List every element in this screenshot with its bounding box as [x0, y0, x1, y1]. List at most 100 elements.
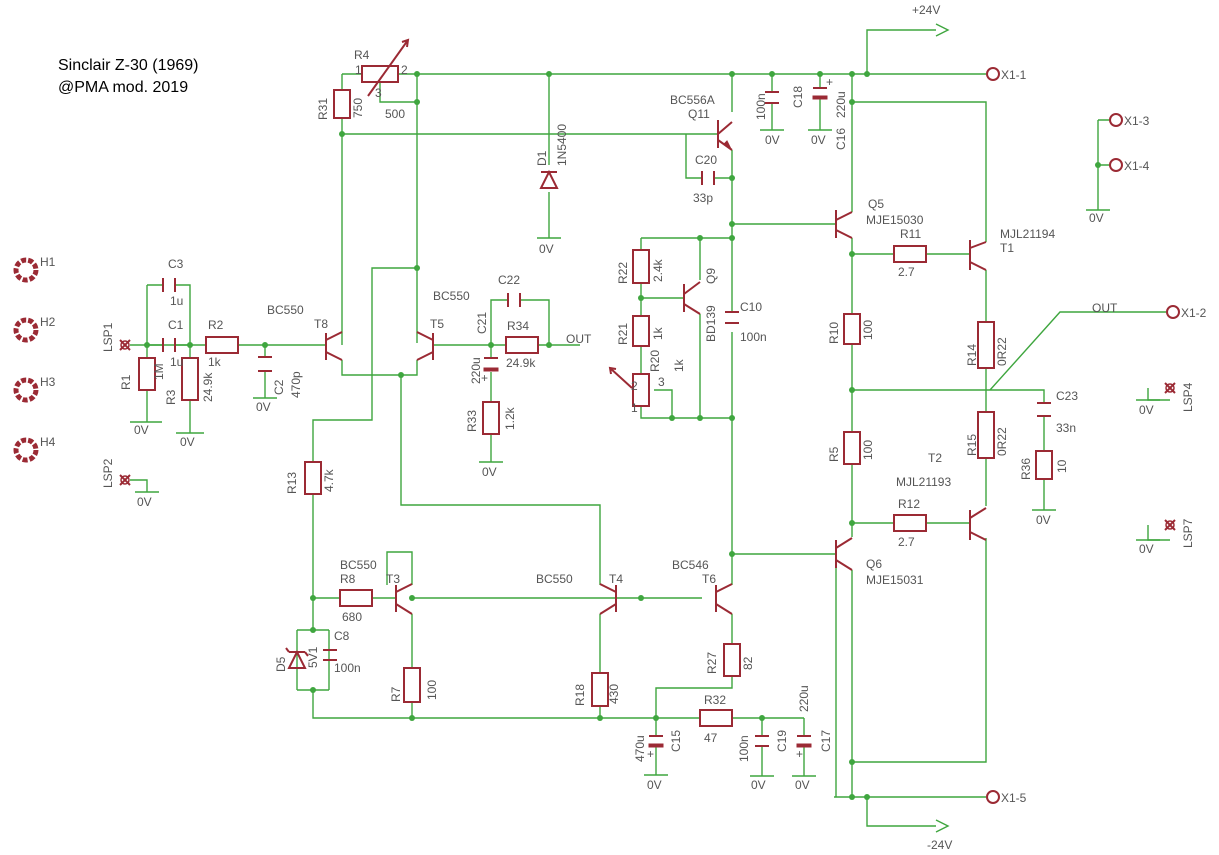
label-r11-value: 2.7: [898, 265, 915, 279]
label-r8-value: 680: [342, 610, 362, 624]
label-q9-value: BD139: [704, 305, 718, 342]
r22-resistor: [632, 249, 650, 284]
label-r10: R10: [827, 322, 841, 344]
label-t1: T1: [1000, 241, 1014, 255]
label-lsp2: LSP2: [101, 458, 115, 488]
t8-transistor: [325, 331, 343, 361]
label-r18: R18: [573, 684, 587, 706]
label-q6: Q6: [866, 557, 882, 571]
schematic-subtitle: @PMA mod. 2019: [58, 79, 189, 96]
label-t3-value: BC550: [340, 558, 377, 572]
label-gnd-r33: 0V: [482, 465, 497, 479]
label-x1-1: X1-1: [1001, 68, 1027, 82]
label-t2: T2: [928, 451, 942, 465]
label-r20: R20: [648, 350, 662, 372]
label-out-driver: OUT: [566, 332, 592, 346]
r12-resistor: [893, 514, 927, 532]
label-r33-value: 1.2k: [503, 406, 517, 430]
x1-terminals: [986, 67, 1180, 804]
label-t6-value: BC546: [672, 558, 709, 572]
label-x1-4: X1-4: [1124, 159, 1150, 173]
label-q5-value: MJE15030: [866, 213, 924, 227]
label-r4-pin2: 2: [401, 63, 408, 77]
label-r20-pin3: 3: [658, 375, 665, 389]
t2-transistor: [969, 507, 987, 541]
label-r15-value: 0R22: [995, 427, 1009, 456]
label-gnd-r36: 0V: [1036, 513, 1051, 527]
label-x1-2: X1-2: [1181, 306, 1207, 320]
r11-resistor: [893, 245, 927, 263]
supply-arrow-plus: [935, 23, 950, 37]
ground-symbols: [130, 129, 1160, 777]
label-c1-value: 1u: [170, 355, 183, 369]
t1-transistor: [969, 240, 987, 271]
components: [13, 23, 1180, 833]
label-r4-pin3: 3: [375, 86, 382, 100]
t5-transistor: [416, 331, 434, 361]
label-c17-value: 220u: [797, 685, 811, 712]
label-t8: T8: [314, 317, 328, 331]
label-r34-value: 24.9k: [506, 356, 536, 370]
label-t8-value: BC550: [267, 303, 304, 317]
label-d5: D5: [274, 656, 288, 672]
r10-resistor: [843, 313, 861, 345]
label-x1-5: X1-5: [1001, 791, 1027, 805]
r27-resistor: [723, 643, 741, 677]
r31-resistor: [333, 89, 351, 119]
label-d1-value: 1N5400: [555, 124, 569, 166]
label-r7: R7: [389, 686, 403, 702]
label-c20: C20: [695, 153, 717, 167]
label-minus-24v: -24V: [927, 838, 952, 852]
label-r34: R34: [507, 319, 529, 333]
r20-resistor: [632, 373, 650, 407]
label-t4-value: BC550: [536, 572, 573, 586]
label-h1: H1: [40, 255, 56, 269]
label-r21: R21: [616, 323, 630, 345]
q11-transistor: [717, 120, 733, 151]
label-q6-value: MJE15031: [866, 573, 924, 587]
label-c3: C3: [168, 257, 184, 271]
label-c8: C8: [334, 629, 350, 643]
label-r1: R1: [119, 374, 133, 390]
label-r3-value: 24.9k: [201, 372, 215, 402]
label-r4-value: 500: [385, 107, 405, 121]
label-r31-value: 750: [351, 98, 365, 118]
r34-resistor: [505, 336, 539, 354]
label-c17: C17: [819, 730, 833, 752]
r4-resistor: [361, 65, 399, 83]
mounting-holes: [13, 257, 39, 463]
label-c1: C1: [168, 318, 184, 332]
label-c21-plus: +: [481, 371, 488, 385]
label-c16-plus: +: [826, 75, 833, 89]
label-r36-value: 10: [1055, 459, 1069, 473]
label-c23: C23: [1056, 389, 1078, 403]
label-r33: R33: [465, 410, 479, 432]
r1-resistor: [138, 357, 156, 391]
label-r20-value: 1k: [672, 358, 686, 372]
r5-resistor: [843, 431, 861, 465]
label-r32: R32: [704, 693, 726, 707]
r21-resistor: [632, 315, 650, 347]
q5-transistor: [835, 210, 853, 239]
label-r22: R22: [616, 262, 630, 284]
label-c20-value: 33p: [693, 191, 713, 205]
label-d1: D1: [535, 150, 549, 166]
label-c3-value: 1u: [170, 294, 183, 308]
label-c8-value: 100n: [334, 661, 361, 675]
t4-transistor: [599, 583, 617, 615]
label-gnd-c19: 0V: [751, 778, 766, 792]
label-r27: R27: [705, 652, 719, 674]
label-r5: R5: [827, 446, 841, 462]
label-r14-value: 0R22: [995, 337, 1009, 366]
r18-resistor: [591, 672, 609, 707]
label-gnd-lsp7: 0V: [1139, 542, 1154, 556]
r13-resistor: [304, 461, 322, 495]
labels: R4 1 2 3 500 R31 750 D1 1N5400 BC556A Q1…: [40, 3, 1207, 852]
label-c15: C15: [669, 730, 683, 752]
label-r3: R3: [164, 389, 178, 405]
label-r14: R14: [965, 344, 979, 366]
label-out: OUT: [1092, 301, 1118, 315]
label-c15-plus: +: [647, 747, 654, 761]
r8-resistor: [339, 589, 373, 607]
